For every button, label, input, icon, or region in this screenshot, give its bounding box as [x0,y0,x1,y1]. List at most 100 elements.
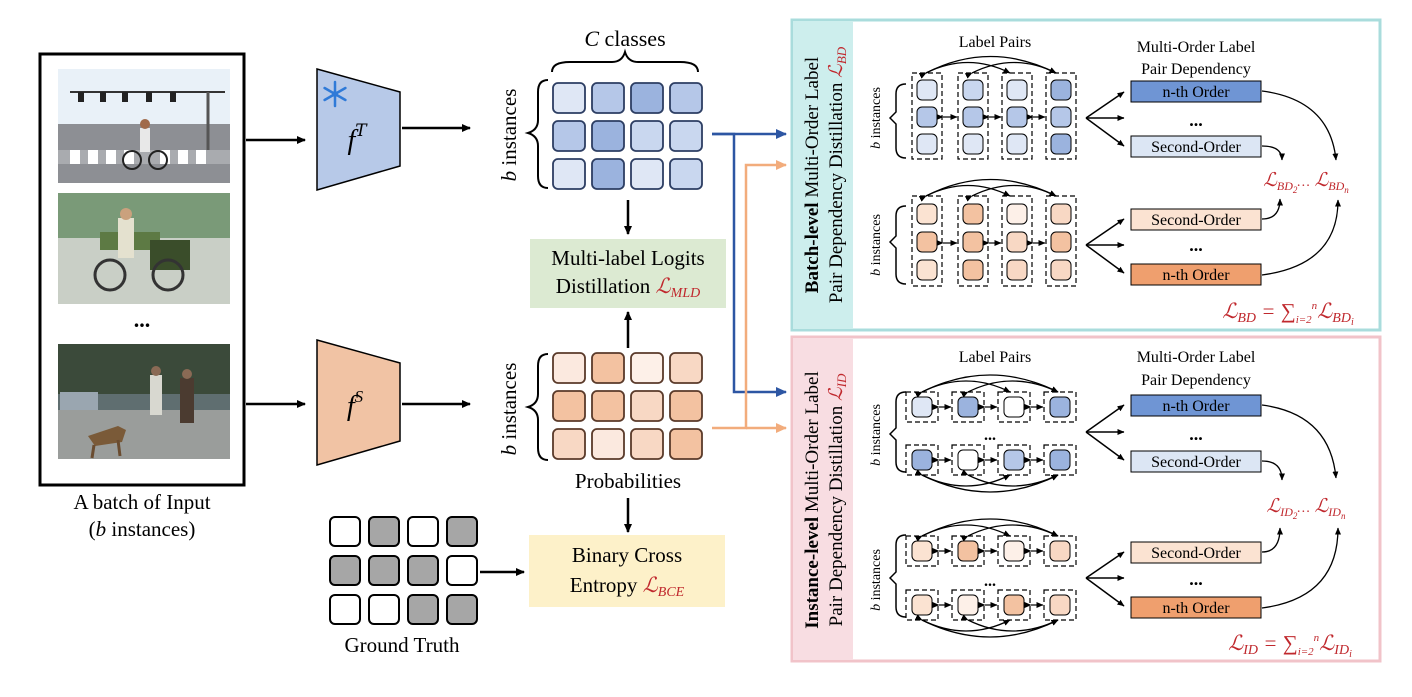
student-cell [669,390,703,422]
teacher-cell [630,120,664,152]
student-cell [630,428,664,460]
teacher-cell [669,82,703,114]
bd-orange-cell [962,203,984,225]
teacher-cell [552,120,586,152]
student-cell [552,352,586,384]
bd-blue-cell [962,106,984,128]
student-cell [552,428,586,460]
snowflake-icon [323,80,347,108]
bd-orange-cell [916,203,938,225]
ground-truth-cell [446,594,478,625]
bce-box [529,535,725,607]
id-blue-cell [1003,449,1025,471]
teacher-cell [591,120,625,152]
teacher-network [316,68,401,191]
id-orange-cell [1003,594,1025,616]
label-pair-column [1045,72,1077,160]
bd-orange-cell [962,259,984,281]
id-blue-cell [911,449,933,471]
bd-orange-cell [1050,259,1072,281]
ground-truth-cell [407,555,439,586]
id-orange-cell [1049,594,1071,616]
bd-rows-label-top: b instances [869,87,884,149]
bd-blue-cell [1050,106,1072,128]
student-cell [591,352,625,384]
teacher-cell [591,158,625,190]
teacher-cell [630,158,664,190]
bd-dep-line1: Multi-Order Label [1137,39,1256,56]
bd-blue-cell [916,79,938,101]
bd-rows-label-bottom: b instances [869,214,884,276]
input-ellipsis: ... [134,307,151,332]
id-dep-line1: Multi-Order Label [1137,349,1256,366]
id-loss-terms: ℒID2… ℒIDn [1267,496,1346,521]
classes-label: C classes [584,26,665,51]
input-image-1 [58,69,230,183]
student-cell [669,352,703,384]
bd-blue-cell [916,106,938,128]
id-second-order-top: Second-Order [1151,454,1241,471]
ground-truth-cell [407,594,439,625]
id-dep-line2: Pair Dependency [1141,372,1251,389]
teacher-cell [552,158,586,190]
teacher-logit-matrix [552,82,703,190]
bd-blue-cell [962,79,984,101]
id-orange-cell [911,540,933,562]
bd-second-order-top: Second-Order [1151,139,1241,156]
input-caption-line2: (b instances) [89,517,196,541]
student-cell [630,352,664,384]
bd-blue-cell [962,133,984,155]
id-nth-order-bottom: n-th Order [1162,600,1230,617]
bd-orange-cell [1050,203,1072,225]
student-cell [591,390,625,422]
label-pair-box [1043,535,1077,567]
arrow-student-to-bd [712,160,787,430]
label-pair-box [997,589,1031,621]
bd-second-order-bottom: Second-Order [1151,212,1241,229]
label-pair-box [905,589,939,621]
student-symbol: fS [347,387,364,422]
label-pair-box [1043,444,1077,476]
id-orange-cell [1003,540,1025,562]
bd-blue-cell [1050,79,1072,101]
bd-side-title-1: Batch-level Multi-Order Label [802,57,823,293]
id-dots-rows-top: ... [984,427,996,444]
bd-orange-cell [962,231,984,253]
bd-label-pairs: Label Pairs [959,34,1031,51]
bd-orange-cell [1006,203,1028,225]
mld-box [530,239,726,308]
teacher-rows-label: b instances [497,89,521,182]
ground-truth-cell [329,516,361,547]
ground-truth-cell [446,516,478,547]
label-pair-box [997,444,1031,476]
id-orange-cell [957,540,979,562]
id-blue-cell [1003,396,1025,418]
bd-panel: Batch-level Multi-Order Label Pair Depen… [790,18,1382,332]
teacher-symbol: fT [347,121,368,156]
input-image-3 [58,344,230,459]
id-dots-rows-bottom: ... [984,573,996,590]
bd-orange-cell [1050,231,1072,253]
id-orange-cell [1049,540,1071,562]
id-blue-cell [911,396,933,418]
bd-dep-line2: Pair Dependency [1141,61,1251,78]
teacher-cell [669,158,703,190]
bce-line1: Binary Cross [572,543,682,567]
ground-truth-cell [329,555,361,586]
student-prob-matrix [552,352,703,460]
bd-blue-cell [1050,133,1072,155]
bce-line2: Entropy ℒBCE [570,573,685,600]
id-nth-order-top: n-th Order [1162,398,1230,415]
id-dots-bottom: ... [1189,569,1203,589]
probabilities-label: Probabilities [575,469,681,493]
label-pair-box [951,444,985,476]
teacher-cell [669,120,703,152]
bd-orange-cell [1006,231,1028,253]
mld-line2: Distillation ℒMLD [556,274,700,301]
mld-line1: Multi-label Logits [551,246,704,270]
ground-truth-cell [368,555,400,586]
id-side-title-1: Instance-level Multi-Order Label [802,371,823,629]
teacher-cell [552,82,586,114]
